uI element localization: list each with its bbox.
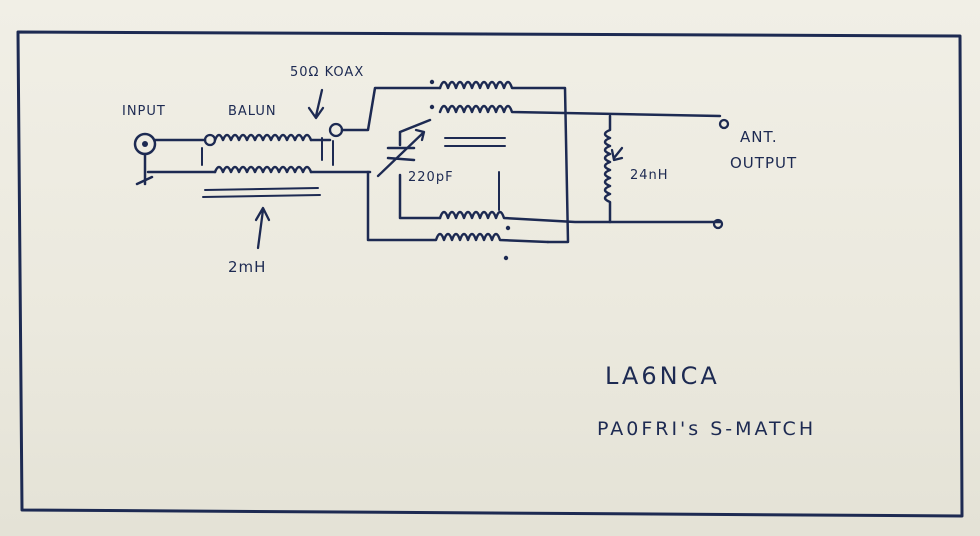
balun-terminal-right: [328, 122, 344, 138]
ant-output-label-line1: ANT.: [740, 128, 778, 146]
ganged-link: [444, 137, 506, 211]
variable-capacitor-symbol: [376, 128, 426, 178]
input-connector-symbol: [133, 132, 157, 186]
capacitor-label: 220pF: [408, 170, 454, 185]
wire-cap: [398, 118, 442, 220]
balun-coil-bottom: [213, 165, 313, 174]
ant-output-label-line2: OUTPUT: [730, 154, 798, 172]
coax-label: 50Ω KOAX: [290, 65, 365, 80]
balun-core: [202, 187, 321, 198]
callsign-label: LA6NCA: [605, 362, 720, 390]
input-label: INPUT: [122, 104, 166, 119]
wire-top-network: [340, 86, 442, 132]
balun-terminal-left: [203, 133, 217, 147]
balun-label: BALUN: [228, 104, 277, 119]
description-label: PA0FRI's S-MATCH: [597, 418, 817, 440]
inductor-label: 24nH: [630, 168, 669, 183]
inductor-top-a: [438, 80, 570, 244]
output-terminal-bottom: [712, 218, 724, 230]
coax-arrow: [307, 88, 325, 120]
inductor-top-b: [438, 104, 722, 118]
inductor-shunt: [603, 114, 612, 224]
balun-coil-top: [213, 133, 313, 142]
core-arrow: [254, 206, 271, 250]
choke-inductance-label: 2mH: [228, 258, 267, 276]
page-border: [16, 30, 964, 518]
output-terminal-top: [718, 118, 730, 130]
inductor-bottom-b: [366, 170, 550, 244]
inductor-bottom-a: [438, 210, 722, 224]
